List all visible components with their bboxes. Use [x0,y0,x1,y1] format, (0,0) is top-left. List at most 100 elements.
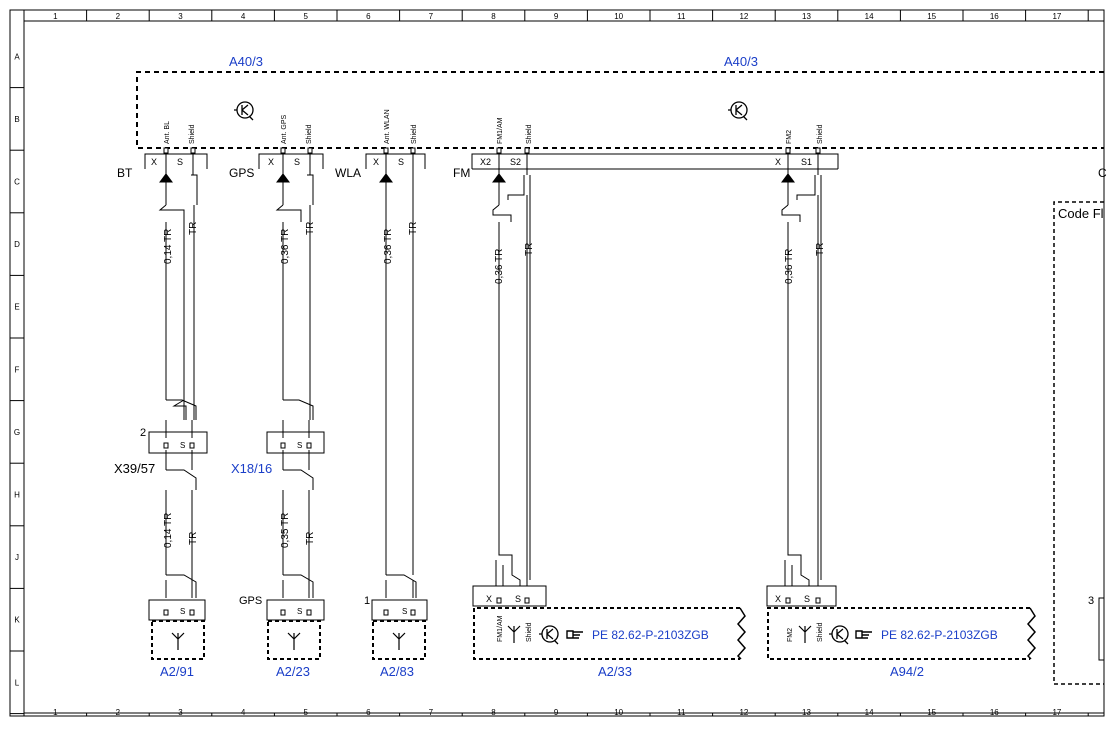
column-number-top: 6 [366,12,371,21]
wire-segment [495,560,504,586]
pin-terminal [163,147,169,154]
column-number-bottom: 4 [241,708,246,717]
wire-label-gps-core-lower: 0,35 TR [280,513,291,548]
pointing-hand-icon [855,630,872,639]
wire-label-bt-core: 0,14 TR [163,229,174,264]
coax-terminal-marker [159,173,173,183]
pe-reference-a2-33[interactable]: PE 82.62-P-2103ZGB [592,628,709,642]
column-number-top: 12 [739,12,748,21]
row-letter: H [14,491,20,500]
column-number-top: 9 [554,12,559,21]
wire-label-gps-core: 0,36 TR [280,229,291,264]
column-number-bottom: 8 [491,708,496,717]
pin-terminal [306,609,312,616]
pointing-hand-icon [566,630,583,639]
row-letter: F [15,365,20,374]
row-letter: B [14,115,19,124]
label-a2-83[interactable]: A2/83 [380,664,414,679]
label-a2-33[interactable]: A2/33 [598,664,632,679]
wire-segment [492,152,521,586]
connector-a2-91 [148,599,206,621]
pin-terminal [280,609,286,616]
pin-terminal [496,147,502,154]
column-number-bottom: 9 [554,708,559,717]
connector-wla [365,153,426,169]
antenna-icon [798,625,812,643]
column-number-bottom: 7 [429,708,434,717]
label-a94-2[interactable]: A94/2 [890,664,924,679]
amplifier-icon [234,101,254,121]
wire-segment [385,152,417,598]
column-number-top: 10 [614,12,623,21]
pin-x: X [775,594,781,604]
coax-terminal-marker [781,173,795,183]
connector-a94-2 [766,585,837,607]
label-bt: BT [117,166,133,180]
pe-reference-a94-2[interactable]: PE 82.62-P-2103ZGB [881,628,998,642]
pin-terminal [524,597,530,604]
pin-label-fm1am: FM1/AM [497,117,504,144]
component-a2-33-box [473,607,740,660]
wire-label-fm1-core: 0,36 TR [494,249,505,284]
wire-segment [307,152,314,420]
pin-label-shield: Shield [817,124,824,144]
component-a2-83-box [372,620,426,660]
column-number-bottom: 2 [116,708,121,717]
pin-terminal [280,442,286,449]
label-x18-16: X18/16 [231,461,272,476]
pin-label-fm1am: FM1/AM [497,615,504,642]
antenna-icon [287,632,301,650]
gps-pin-label: GPS [239,595,262,607]
pin-label-shield: Shield [526,622,533,642]
label-a2-91[interactable]: A2/91 [160,664,194,679]
pin-x: X [268,157,274,167]
wire-label-bt-shield: TR [188,222,199,235]
pin-terminal [785,597,791,604]
pin-label-ant-wlan: Ant. WLAN [384,109,391,144]
wire-segment [781,152,810,586]
pin-terminal [306,442,312,449]
column-number-bottom: 12 [739,708,748,717]
wire-label-gps-shield-lower: TR [305,532,316,545]
row-letter: G [14,428,20,437]
row-letter: J [15,553,19,562]
pin-terminal [383,147,389,154]
connector-a2-83 [371,599,428,621]
pin-s: S [402,607,407,616]
pin-3-label: 3 [1088,595,1094,607]
column-number-bottom: 13 [802,708,811,717]
pin-label-ant-bl: Ant. BL [164,121,171,144]
outer-frame [9,9,1105,717]
pin-terminal [189,442,195,449]
wire-label-wla-shield: TR [408,222,419,235]
label-x39-57: X39/57 [114,461,155,476]
connector-x39-57 [148,431,208,454]
pin-terminal [163,442,169,449]
pin-terminal [410,609,416,616]
pin-2-label: 2 [140,427,146,439]
pin-s: S [294,157,300,167]
pin-label-shield: Shield [817,622,824,642]
connector-a2-33 [472,585,547,607]
label-a2-23[interactable]: A2/23 [276,664,310,679]
pin-s: S [177,157,183,167]
coax-terminal-marker [276,173,290,183]
coax-terminal-marker [379,173,393,183]
wire-segment [796,152,822,586]
pin-terminal [410,147,416,154]
pin-terminal [815,147,821,154]
wire-segment [282,420,310,470]
pin-s: S [804,594,810,604]
wire-segment [158,152,187,420]
column-number-bottom: 5 [303,708,308,717]
label-c-partial: C [1098,166,1107,180]
wire-label-gps-shield: TR [305,222,316,235]
column-number-bottom: 6 [366,708,371,717]
pin-x: X [775,157,781,167]
wire-label-bt-shield-lower: TR [188,532,199,545]
wire-label-wla-core: 0,36 TR [383,229,394,264]
pin-terminal [785,147,791,154]
antenna-icon [171,632,185,650]
pin-label-ant-gps: Ant. GPS [281,114,288,144]
